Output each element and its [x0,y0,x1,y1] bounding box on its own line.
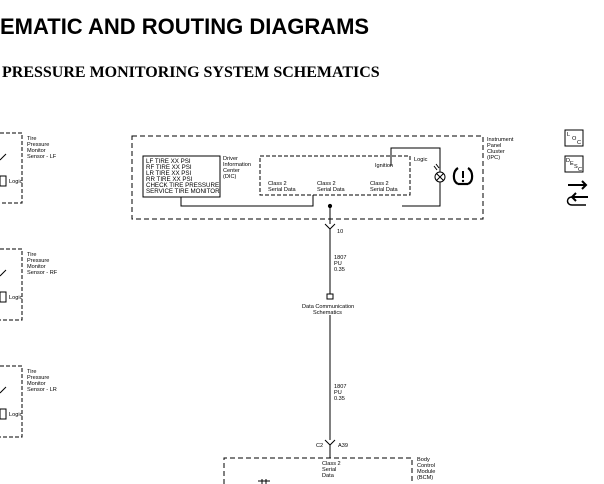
sensor-lf-logic: Logic [9,179,23,185]
sensor-rf-label-4: Sensor - RF [27,270,58,276]
sensor-lf-label-1: Tire [27,136,36,142]
bcm-serial-line-1: Class 2 [322,461,341,467]
ipc-inner-box [259,155,411,196]
sensor-rf-label-2: Pressure [27,258,49,264]
sensor-rf [0,248,23,321]
serial-data-3-line-2: Serial Data [370,187,399,193]
wire-top-pin: 10 [337,229,343,235]
desc-letter-s: S [574,164,578,170]
serial-data-3-line-1: Class 2 [370,181,389,187]
loc-letter-o: O [572,136,577,142]
ipc-label-1: Instrument [487,137,514,143]
wire-bottom-connector: C2 [316,443,323,449]
sensor-lr-label-4: Sensor - LR [27,387,57,393]
wire-bottom-gauge: 0.35 [334,396,345,402]
dic-label-4: (DIC) [223,174,236,180]
bcm-box [223,457,413,484]
loc-letter-c: C [577,140,581,146]
dic-message-rr: RR TIRE XX PSI [146,176,193,183]
serial-data-1-line-2: Serial Data [268,187,297,193]
sensor-lr [0,365,23,438]
sensor-lr-label-2: Pressure [27,375,49,381]
sensor-lf-label-4: Sensor - LF [27,154,57,160]
page-title: EMATIC AND ROUTING DIAGRAMS [0,14,370,39]
desc-letter-c: C [578,167,582,173]
bcm-serial-line-3: Data [322,473,335,479]
sensor-lr-label-1: Tire [27,369,36,375]
ignition-label: Ignition [375,163,393,169]
bcm-label-3: Module [417,469,435,475]
dcs-label-2: Schematics [313,310,342,316]
desc-letter-e: E [570,161,574,167]
bcm-label-4: (BCM) [417,475,433,481]
sensor-rf-logic: Logic [9,295,23,301]
dic-label-2: Information [223,162,251,168]
bcm-label-1: Body [417,457,430,463]
dic-message-service: SERVICE TIRE MONITOR [146,188,220,195]
wire-bottom-color: PU [334,390,342,396]
dic-label-1: Driver [223,156,238,162]
wire-top-gauge: 0.35 [334,267,345,273]
ipc-box [131,135,484,220]
serial-data-2-line-1: Class 2 [317,181,336,187]
page-subtitle: PRESSURE MONITORING SYSTEM SCHEMATICS [2,64,380,81]
sensor-lf [0,132,23,204]
sensor-lf-label-3: Monitor [27,148,46,154]
desc-letter-d: D [566,158,570,164]
dic-message-rf: RF TIRE XX PSI [146,164,192,171]
dic-message-check: CHECK TIRE PRESSURE [146,182,219,189]
desc-icon [564,155,584,173]
ipc-label-2: Panel [487,143,501,149]
serial-data-1-line-1: Class 2 [268,181,287,187]
wire-bottom-pin: A39 [338,443,348,449]
dic-message-lr: LR TIRE XX PSI [146,170,192,177]
dic-label-3: Center [223,168,240,174]
routing-arrows-icon [566,180,588,206]
wire-top-circuit: 1807 [334,255,346,261]
wire-top-color: PU [334,261,342,267]
ipc-label-4: (IPC) [487,155,500,161]
loc-letter-l: L [567,132,570,138]
sensor-rf-label-1: Tire [27,252,36,258]
ipc-logic-label: Logic [414,157,428,163]
dic-message-lf: LF TIRE XX PSI [146,158,191,165]
bcm-serial-line-2: Serial [322,467,336,473]
sensor-rf-label-3: Monitor [27,264,46,270]
wire-bottom-circuit: 1807 [334,384,346,390]
bcm-label-2: Control [417,463,435,469]
dcs-label-1: Data Communication [302,304,354,310]
sensor-lf-label-2: Pressure [27,142,49,148]
loc-icon [564,129,584,147]
ipc-label-3: Cluster [487,149,505,155]
sensor-lr-logic: Logic [9,412,23,418]
sensor-lr-label-3: Monitor [27,381,46,387]
tire-pressure-warning-icon [452,167,474,186]
serial-data-2-line-2: Serial Data [317,187,346,193]
